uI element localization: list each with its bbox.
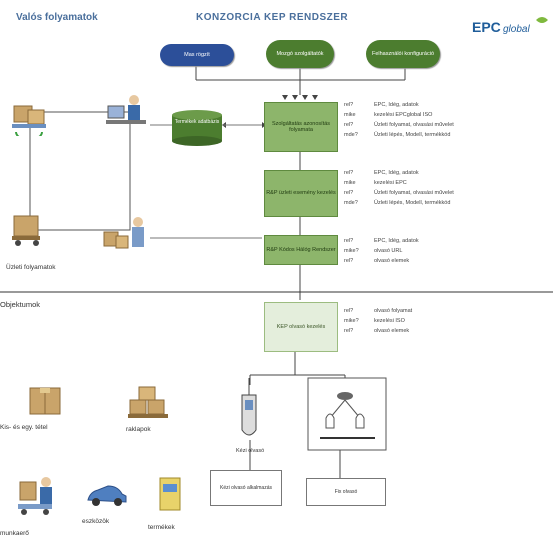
label-group-2: rel? mike rel? mde?: [344, 168, 358, 208]
label-group-4-values: olvasó folyamat kezelési ISO olvasó elem…: [374, 306, 412, 336]
top-pill-felhasznaloi-konfig: Felhasználói konfiguráció: [366, 40, 440, 68]
top-pill-mozgo-szolgaltatok: Mozgó szolgáltatók: [266, 40, 334, 68]
label-value: Üzleti lépés, Modell, termékkód: [374, 200, 451, 206]
process-box-business-event: R&P üzleti esemény kezelés: [264, 170, 338, 217]
process-box-label: R&P üzleti esemény kezelés: [266, 190, 336, 197]
label-key: mike?: [344, 318, 359, 324]
boxes-cart-icon: [8, 100, 50, 141]
label-value: olvasó URL: [374, 248, 403, 254]
real-processes-title: Valós folyamatok: [16, 12, 98, 23]
doc-label: Kézi olvasó alkalmazás: [220, 485, 272, 491]
label-key: rel?: [344, 102, 354, 108]
process-box-service-identification: Szolgáltatás azonosítás folyamata: [264, 102, 338, 152]
label-group-4: rel? mike? rel?: [344, 306, 359, 336]
label-key: rel?: [344, 238, 354, 244]
fixed-reader-doc: Fix olvasó: [306, 478, 386, 506]
doc-label: Fix olvasó: [334, 489, 358, 495]
pill-label: Felhasználói konfiguráció: [371, 50, 435, 57]
process-box-coded-network: R&P Kódos Hálóg Rendszer: [264, 235, 338, 265]
worker-boxes-icon: [102, 214, 148, 252]
object-caption: Kis- és egy. tétel: [0, 424, 48, 431]
label-group-1: rel? mike rel? mde?: [344, 100, 358, 140]
process-box-label: Szolgáltatás azonosítás folyamata: [271, 120, 331, 133]
label-key: rel?: [344, 190, 354, 196]
label-key: mike: [344, 180, 356, 186]
svg-text:EPC: EPC: [472, 19, 501, 35]
label-key: rel?: [344, 328, 354, 334]
label-value: EPC, Idég, adatok: [374, 102, 419, 108]
label-key: mde?: [344, 200, 358, 206]
pill-label: Mas rögzít: [184, 51, 210, 58]
handheld-app-doc: Kézi olvasó alkalmazás: [210, 470, 282, 506]
process-box-label: KEP olvasó kezelés: [276, 323, 326, 330]
label-value: kezelési EPC: [374, 180, 407, 186]
object-caption: raklapok: [126, 426, 151, 433]
label-key: rel?: [344, 170, 354, 176]
pallet-cart-icon: [6, 212, 48, 248]
label-key: rel?: [344, 308, 354, 314]
pill-label: Mozgó szolgáltatók: [276, 50, 324, 57]
car-icon: [84, 480, 130, 510]
label-value: Üzleti lépés, Modell, termékkód: [374, 132, 451, 138]
label-key: mike?: [344, 248, 359, 254]
database-label: Termékek adatbázis: [174, 119, 220, 125]
forklift-worker-icon: [14, 472, 58, 516]
label-value: Üzleti folyamat, olvasási művelet: [374, 122, 454, 128]
object-caption: termékek: [148, 524, 175, 531]
label-value: kezelési ISO: [374, 318, 405, 324]
product-box-icon: [156, 474, 186, 514]
database-icon: Termékek adatbázis: [172, 110, 222, 146]
consortium-system-title: KONZORCIA KEP RENDSZER: [196, 12, 349, 23]
label-value: olvasó elemek: [374, 328, 410, 334]
top-pill-mas-rogzit: Mas rögzít: [160, 44, 234, 66]
object-caption: eszközök: [82, 518, 110, 525]
label-group-2-values: EPC, Idég, adatok kezelési EPC Üzleti fo…: [374, 168, 454, 208]
handheld-reader-label: Kézi olvasó: [236, 448, 265, 454]
business-processes-caption: Üzleti folyamatok: [6, 264, 56, 271]
process-box-reader-management: KEP olvasó kezelés: [264, 302, 338, 352]
label-group-1-values: EPC, Idég, adatok kezelési EPCglobal ISO…: [374, 100, 454, 140]
object-caption: munkaerő: [0, 530, 29, 537]
label-group-3: rel? mike? rel?: [344, 236, 359, 266]
label-key: mike: [344, 112, 356, 118]
single-box-icon: [26, 382, 64, 416]
label-value: kezelési EPCglobal ISO: [374, 112, 433, 118]
process-box-label: R&P Kódos Hálóg Rendszer: [266, 246, 336, 253]
svg-text:global: global: [503, 24, 530, 35]
label-value: olvasó folyamat: [374, 308, 413, 314]
epcglobal-logo: EPC global: [470, 10, 553, 44]
label-value: Üzleti folyamat, olvasási művelet: [374, 190, 454, 196]
worker-computer-icon: [104, 92, 148, 130]
label-value: EPC, Idég, adatok: [374, 170, 419, 176]
objects-section-label: Objektumok: [0, 300, 41, 309]
label-value: EPC, Idég, adatok: [374, 238, 419, 244]
pallet-boxes-icon: [126, 384, 170, 420]
label-key: rel?: [344, 122, 354, 128]
label-group-3-values: EPC, Idég, adatok olvasó URL olvasó elem…: [374, 236, 419, 266]
label-key: mde?: [344, 132, 358, 138]
label-value: olvasó elemek: [374, 258, 410, 264]
label-key: rel?: [344, 258, 354, 264]
